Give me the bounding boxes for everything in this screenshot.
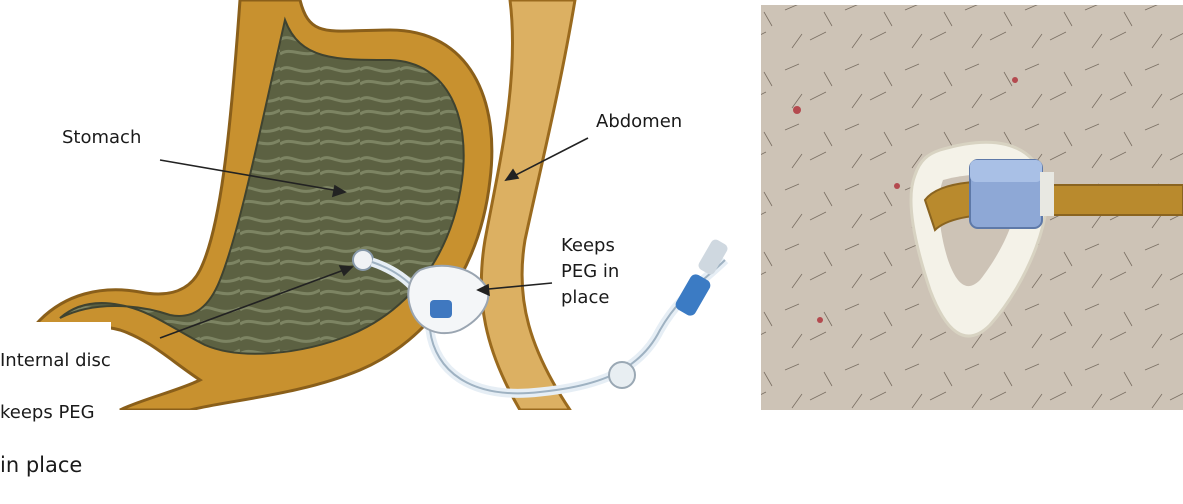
label-internal-disc-line3: in place (0, 452, 111, 478)
bolster-clamp (430, 300, 452, 318)
tube-clamp (609, 362, 635, 388)
stomach-illustration (16, 0, 729, 410)
illustration-panel (0, 0, 1183, 410)
label-keeps-peg-in-place: Keeps PEG in place (561, 233, 647, 311)
label-internal-disc-line2: keeps PEG (0, 400, 111, 426)
abdomen-wall (481, 0, 575, 410)
label-stomach: Stomach (62, 125, 141, 151)
label-internal-disc-line1: Internal disc (0, 348, 111, 374)
label-internal-disc: Internal disc keeps PEG in place (0, 322, 111, 504)
peg-photo (761, 5, 1183, 410)
label-abdomen: Abdomen (596, 109, 682, 135)
external-bolster (408, 266, 488, 333)
peg-tube-figure: Stomach Abdomen Keeps PEG in place Inter… (0, 0, 1183, 410)
internal-disc (353, 250, 373, 270)
